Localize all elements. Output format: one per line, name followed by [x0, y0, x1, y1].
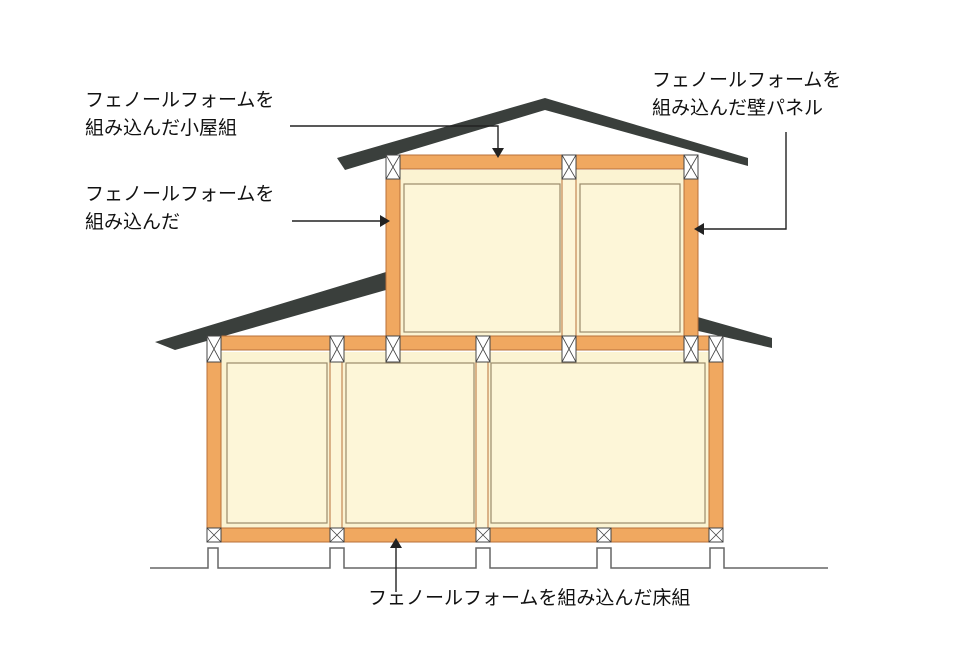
- label-wall-left-line1: フェノールフォームを: [85, 183, 275, 205]
- upper-roof: [337, 98, 748, 170]
- label-floor-line1: フェノールフォームを組み込んだ床組: [368, 587, 691, 609]
- cross-blocks: [206, 154, 724, 543]
- label-wall-panel: フェノールフォームを 組み込んだ壁パネル: [652, 66, 841, 122]
- lower-panels: [226, 362, 706, 524]
- leader-lines: [290, 125, 787, 592]
- lower-roof-right: [694, 316, 772, 348]
- label-wall-left: フェノールフォームを 組み込んだ: [85, 180, 274, 236]
- label-roof-truss-line2: 組み込んだ小屋組: [85, 117, 238, 139]
- ground-line: [150, 547, 828, 569]
- upper-panels: [403, 183, 681, 333]
- arrowhead-wall-left: [380, 215, 390, 227]
- arrowheads: [380, 148, 704, 548]
- label-roof-truss-line1: フェノールフォームを: [85, 89, 275, 111]
- label-wall-panel-line1: フェノールフォームを: [652, 69, 842, 91]
- lower-panel-1: [226, 362, 328, 524]
- arrowhead-wall-panel: [694, 223, 704, 235]
- label-wall-left-line2: 組み込んだ: [85, 211, 181, 233]
- lower-panel-3: [490, 362, 706, 524]
- leader-roof-truss: [290, 125, 499, 152]
- label-wall-panel-line2: 組み込んだ壁パネル: [652, 97, 824, 119]
- upper-panel-right: [579, 183, 681, 333]
- upper-panel-left: [403, 183, 561, 333]
- lower-roof-left: [155, 272, 386, 350]
- lower-panel-2: [345, 362, 475, 524]
- arrowhead-floor: [390, 538, 402, 548]
- label-roof-truss: フェノールフォームを 組み込んだ小屋組: [85, 86, 274, 142]
- label-floor: フェノールフォームを組み込んだ床組: [368, 584, 690, 612]
- leader-wall-panel: [700, 132, 787, 230]
- arrowhead-roof-truss: [492, 148, 504, 158]
